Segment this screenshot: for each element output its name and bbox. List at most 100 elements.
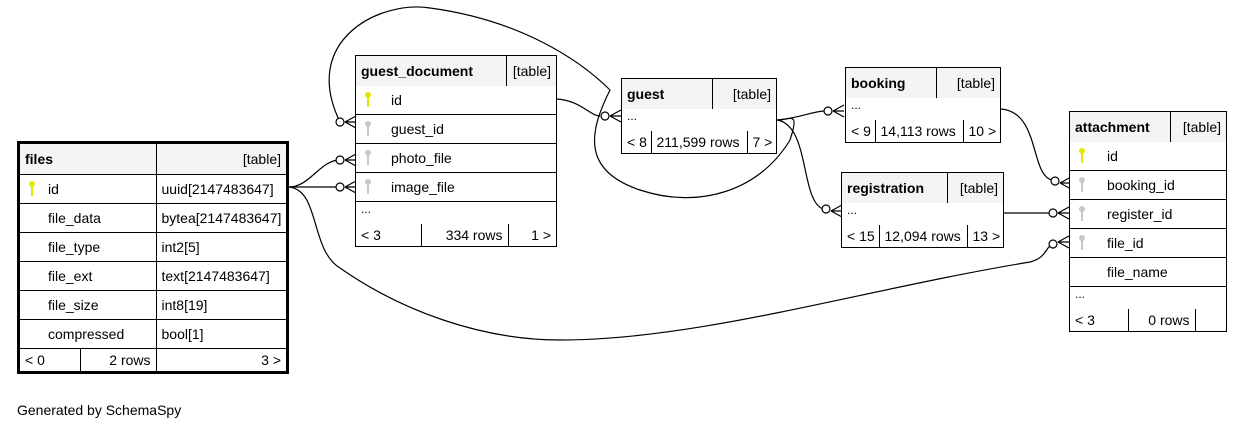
table-files[interactable]: files [table] id uuid[2147483647] file_d… — [17, 141, 289, 374]
edge-files-photo-file — [288, 159, 341, 188]
table-kind: [table] — [711, 79, 776, 109]
column-row[interactable]: booking_id — [1070, 170, 1226, 200]
column-row[interactable]: guest_id — [356, 114, 556, 144]
table-kind: [table] — [1169, 112, 1226, 142]
parents-count[interactable]: < 3 — [356, 224, 422, 246]
row-count: 334 rows — [420, 224, 509, 246]
column-row[interactable]: file_type int2[5] — [20, 232, 286, 262]
row-count: 14,113 rows — [874, 120, 964, 142]
column-row[interactable]: file_data bytea[2147483647] — [20, 203, 286, 233]
primary-key-icon — [28, 181, 36, 197]
edge-guest-booking — [776, 110, 825, 121]
table-guest-document[interactable]: guest_document [table] id guest_id photo… — [355, 55, 557, 247]
parents-count[interactable]: < 0 — [20, 348, 81, 371]
column-name: file_data — [48, 210, 101, 226]
column-name: file_size — [48, 297, 99, 313]
column-type: uuid[2147483647] — [155, 174, 286, 204]
column-name: compressed — [48, 326, 125, 342]
table-name[interactable]: guest — [622, 79, 713, 109]
edge-guest-registration — [776, 119, 824, 210]
column-row[interactable]: file_ext text[2147483647] — [20, 261, 286, 291]
row-count: 12,094 rows — [878, 225, 968, 247]
table-name[interactable]: guest_document — [356, 56, 507, 86]
column-name: guest_id — [391, 121, 444, 137]
table-attachment[interactable]: attachment [table] id booking_id registe… — [1069, 111, 1227, 332]
edge-guest-document-id-guest — [555, 98, 601, 117]
column-name: file_ext — [48, 268, 93, 284]
crowfoot-attachment-file-id — [1048, 235, 1070, 249]
column-name: booking_id — [1107, 177, 1175, 193]
crowfoot-attachment-booking-id — [1050, 176, 1072, 190]
children-count[interactable]: 13 > — [966, 225, 1003, 247]
table-name[interactable]: booking — [846, 68, 937, 98]
table-name[interactable]: attachment — [1070, 112, 1171, 142]
column-name: id — [391, 92, 402, 108]
column-name: id — [1107, 148, 1118, 164]
column-row[interactable]: id uuid[2147483647] — [20, 174, 286, 204]
primary-key-icon — [364, 92, 372, 108]
column-row[interactable]: photo_file — [356, 143, 556, 173]
table-kind: [table] — [946, 173, 1003, 203]
row-count: 2 rows — [79, 348, 157, 371]
column-row[interactable]: compressed bool[1] — [20, 319, 286, 348]
table-name[interactable]: files — [20, 144, 157, 175]
more-columns-ellipsis: ... — [627, 109, 638, 123]
crowfoot-photo-file — [335, 153, 357, 167]
more-columns-ellipsis: ... — [847, 203, 858, 217]
parents-count[interactable]: < 3 — [1070, 309, 1129, 331]
children-count[interactable]: 1 > — [507, 224, 556, 246]
table-booking[interactable]: booking [table] ... < 9 14,113 rows 10 > — [845, 67, 1001, 143]
column-type: bool[1] — [155, 319, 286, 348]
foreign-key-icon — [364, 121, 372, 137]
children-count[interactable]: 10 > — [962, 120, 1000, 142]
more-columns-ellipsis: ... — [851, 98, 862, 112]
edge-booking-attachment — [1000, 108, 1053, 181]
table-kind: [table] — [505, 56, 556, 86]
table-name[interactable]: registration — [842, 173, 948, 203]
foreign-key-icon — [1078, 206, 1086, 222]
parents-count[interactable]: < 8 — [622, 131, 652, 153]
column-name: photo_file — [391, 150, 452, 166]
column-type: text[2147483647] — [155, 261, 286, 291]
more-columns-ellipsis: ... — [356, 201, 556, 224]
crowfoot-guest-document-guest-id — [335, 115, 357, 129]
table-kind: [table] — [155, 144, 286, 175]
crowfoot-image-file — [335, 180, 357, 194]
table-registration[interactable]: registration [table] ... < 15 12,094 row… — [841, 172, 1004, 248]
column-name: id — [48, 181, 59, 197]
children-count[interactable] — [1194, 309, 1226, 331]
primary-key-icon — [1078, 148, 1086, 164]
crowfoot-booking — [823, 104, 845, 118]
column-row[interactable]: id — [356, 86, 556, 115]
row-count: 0 rows — [1127, 309, 1196, 331]
column-type: int8[19] — [155, 290, 286, 320]
crowfoot-guest — [600, 109, 622, 123]
table-kind: [table] — [935, 68, 1000, 98]
crowfoot-registration — [821, 204, 843, 218]
column-type: bytea[2147483647] — [155, 203, 286, 233]
parents-count[interactable]: < 9 — [846, 120, 876, 142]
generated-by-footer: Generated by SchemaSpy — [17, 402, 182, 418]
column-name: register_id — [1107, 206, 1173, 222]
column-row[interactable]: image_file — [356, 172, 556, 202]
row-count: 211,599 rows — [650, 131, 748, 153]
parents-count[interactable]: < 15 — [842, 225, 880, 247]
column-row[interactable]: file_id — [1070, 228, 1226, 258]
column-name: file_type — [48, 239, 101, 255]
foreign-key-icon — [364, 179, 372, 195]
foreign-key-icon — [364, 150, 372, 166]
column-row[interactable]: file_name — [1070, 257, 1226, 287]
column-name: image_file — [391, 179, 455, 195]
column-row[interactable]: id — [1070, 142, 1226, 171]
foreign-key-icon — [1078, 177, 1086, 193]
table-guest[interactable]: guest [table] ... < 8 211,599 rows 7 > — [621, 78, 777, 154]
column-row[interactable]: file_size int8[19] — [20, 290, 286, 320]
crowfoot-attachment-register-id — [1048, 206, 1070, 220]
children-count[interactable]: 7 > — [746, 131, 776, 153]
more-columns-ellipsis: ... — [1070, 286, 1226, 309]
column-name: file_name — [1107, 264, 1168, 280]
column-name: file_id — [1107, 235, 1144, 251]
children-count[interactable]: 3 > — [155, 348, 286, 371]
column-type: int2[5] — [155, 232, 286, 262]
column-row[interactable]: register_id — [1070, 199, 1226, 229]
